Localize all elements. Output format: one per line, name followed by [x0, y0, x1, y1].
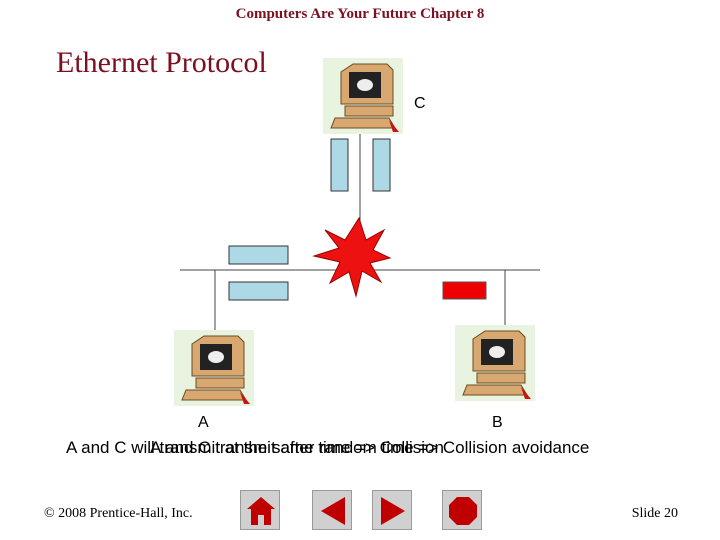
packet-c-1: [330, 138, 349, 192]
next-slide-button[interactable]: [372, 490, 412, 530]
packet-b: [442, 281, 487, 300]
previous-slide-button[interactable]: [312, 490, 352, 530]
slide-title: Ethernet Protocol: [56, 46, 267, 79]
node-label-b: B: [492, 414, 503, 431]
slide-header: Computers Are Your Future Chapter 8: [235, 6, 485, 22]
packet-c-2: [372, 138, 391, 192]
home-icon: [247, 497, 275, 525]
stop-icon: [449, 497, 477, 525]
node-label-c: C: [414, 95, 426, 112]
collision-burst-icon: [312, 216, 392, 298]
node-label-a: A: [198, 414, 209, 431]
caption-collision-avoidance: A and C transmit after random time => Co…: [150, 438, 590, 457]
computer-icon-b: [455, 325, 535, 401]
end-show-button[interactable]: [442, 490, 482, 530]
copyright-text: © 2008 Prentice-Hall, Inc.: [44, 506, 193, 521]
computer-icon-c: [323, 58, 403, 134]
home-button[interactable]: [240, 490, 280, 530]
slide-number: Slide 20: [631, 506, 678, 521]
forward-icon: [381, 497, 405, 525]
back-icon: [321, 497, 345, 525]
packet-a-1: [228, 245, 289, 265]
caption-collision: A and C will transmit at the same time =…: [66, 438, 444, 457]
packet-a-2: [228, 281, 289, 301]
computer-icon-a: [174, 330, 254, 406]
